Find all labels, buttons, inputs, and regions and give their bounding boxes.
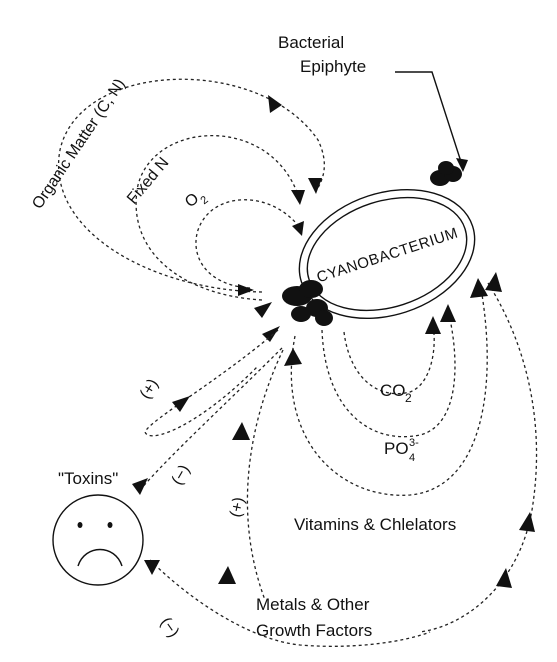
bacterial-cluster-left [282, 280, 333, 326]
metals-arrow-up [218, 566, 236, 584]
cell-label: CYANOBACTERIUM [315, 225, 461, 287]
fixed-n-arrow-cell [291, 190, 305, 205]
o2-arrow-out [292, 221, 304, 236]
vitamins-label: Vitamins & Chlelators [294, 515, 456, 534]
metals-label-1: Metals & Other [256, 595, 370, 614]
toxins-label: "Toxins" [58, 469, 118, 488]
minus1-line [140, 348, 282, 490]
minus2-arrow [144, 560, 160, 575]
bacterial-epiphyte-label-1: Bacterial [278, 33, 344, 52]
svg-text:O: O [182, 190, 202, 211]
plus1-label: (+) [137, 376, 162, 402]
po4-label: PO 3- 4 [384, 437, 419, 464]
minus2-label: (−) [157, 615, 182, 641]
svg-text:4: 4 [409, 452, 415, 464]
po4-arrow [440, 304, 456, 322]
svg-text:2: 2 [405, 391, 412, 405]
o2-label: O 2 [182, 186, 211, 215]
plus2-label: (+) [227, 496, 248, 519]
organic-matter-label: Organic Matter (C, N) [29, 76, 129, 212]
metals-loop-right [420, 283, 537, 632]
organic-matter-arrow-cell [308, 178, 322, 194]
svg-text:2: 2 [198, 194, 210, 207]
organic-matter-arrow-top [268, 95, 282, 113]
metals-loop [247, 350, 283, 600]
toxins-eye-right [108, 522, 113, 528]
vitamins-arrow [470, 278, 488, 298]
svg-text:CO: CO [380, 381, 406, 400]
minus1-arrow [132, 478, 148, 495]
plus1-arrow [172, 396, 190, 412]
toxins-mouth [78, 550, 122, 567]
minus1-label: (−) [169, 462, 194, 488]
co2-label: CO 2 [380, 381, 412, 405]
cell-left-arrow-1 [254, 302, 272, 318]
plus2-arrow [232, 422, 250, 440]
bacterial-epiphyte-cluster-top [430, 161, 462, 186]
co2-arrow [425, 316, 441, 334]
o2-loop [196, 200, 300, 288]
toxins-eye-left [78, 522, 83, 528]
cell-left-arrow-2 [262, 326, 280, 342]
o2-arrow-in [238, 284, 254, 296]
toxins-face [53, 495, 143, 585]
svg-text:3-: 3- [409, 437, 419, 449]
bacterial-epiphyte-label-2: Epiphyte [300, 57, 366, 76]
fixed-n-label: Fixed N [124, 154, 172, 207]
metals-arrow-top [485, 272, 502, 292]
vitamins-arrow-right [519, 512, 535, 532]
metals-label-2: Growth Factors [256, 621, 372, 640]
svg-text:PO: PO [384, 439, 409, 458]
cell-bottom-arrow [284, 348, 302, 366]
bacterial-epiphyte-pointer [395, 72, 463, 168]
